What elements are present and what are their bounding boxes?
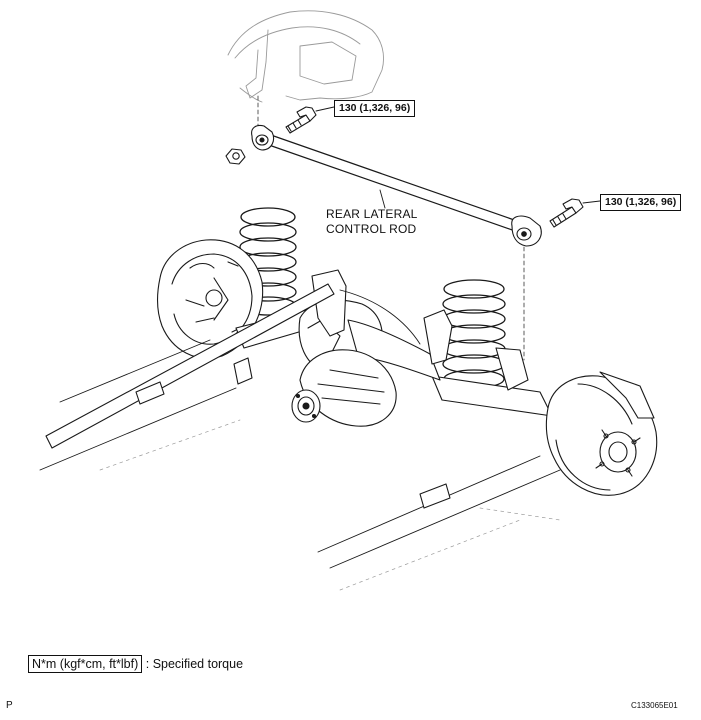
ground-hatching bbox=[99, 419, 561, 591]
alignment-lines bbox=[257, 95, 525, 361]
part-label-line2: CONTROL ROD bbox=[326, 222, 417, 236]
figure-id: C133065E01 bbox=[631, 701, 678, 710]
rear-lateral-control-rod bbox=[251, 124, 542, 247]
differential-carrier bbox=[291, 349, 397, 427]
lower-bolt-torque-label: 130 (1,326, 96) bbox=[600, 194, 682, 211]
torque-legend-description: : Specified torque bbox=[145, 657, 244, 671]
upper-bolt bbox=[285, 106, 335, 134]
rear-lateral-control-rod-label: REAR LATERAL CONTROL ROD bbox=[326, 207, 418, 237]
lower-bolt bbox=[549, 198, 601, 228]
part-label-line1: REAR LATERAL bbox=[326, 207, 418, 221]
right-coil-spring bbox=[442, 279, 506, 389]
right-disc-brake bbox=[545, 371, 658, 496]
nut bbox=[225, 148, 246, 165]
upper-bolt-torque-label: 130 (1,326, 96) bbox=[334, 100, 416, 117]
frame-rails bbox=[39, 283, 561, 569]
suspension-brackets bbox=[233, 269, 529, 391]
torque-legend: N*m (kgf*cm, ft*lbf) : Specified torque bbox=[28, 655, 244, 673]
corner-marker: P bbox=[6, 700, 13, 711]
torque-units-box: N*m (kgf*cm, ft*lbf) bbox=[28, 655, 143, 673]
body-frame-fragment bbox=[227, 10, 384, 103]
